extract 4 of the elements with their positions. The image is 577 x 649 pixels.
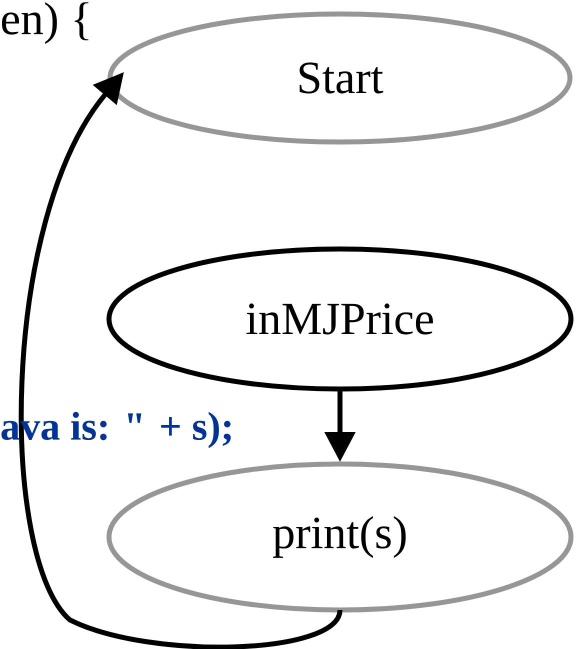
ellipse-node: inMJPrice [106, 246, 574, 392]
ellipse-node: print(s) [106, 462, 574, 612]
ellipse-node: Start [108, 12, 572, 144]
code-text: en) { [2, 2, 88, 44]
